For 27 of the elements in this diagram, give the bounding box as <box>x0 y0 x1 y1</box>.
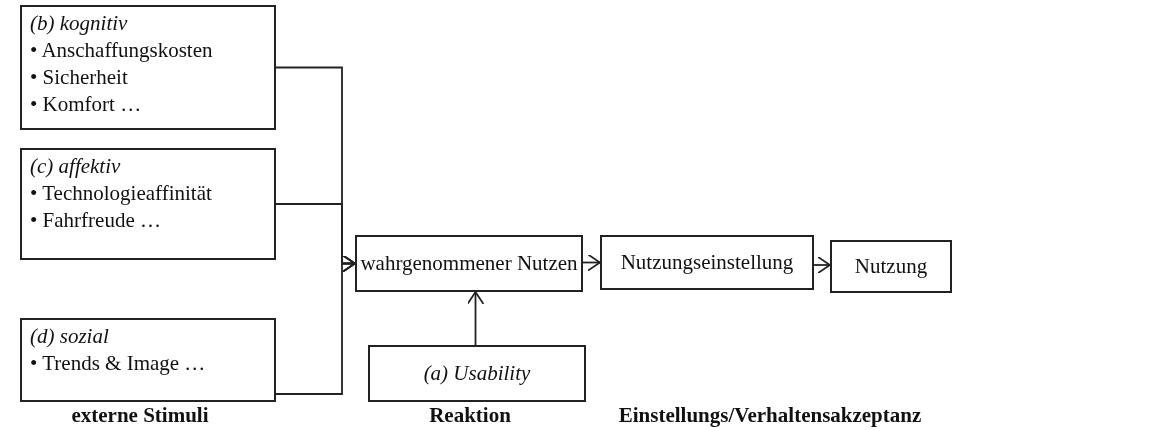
text-box <box>20 318 276 402</box>
list-item: • Komfort … <box>30 91 143 118</box>
box-label: Nutzung <box>854 253 928 280</box>
box-label: Nutzungseinstellung <box>620 249 794 276</box>
box-heading: (c) affektiv <box>30 153 122 180</box>
text-box <box>20 148 276 260</box>
list-item: • Trends & Image … <box>30 350 207 377</box>
box-heading: (d) sozial <box>30 323 110 350</box>
box-label: wahrgenommener Nutzen <box>360 250 578 277</box>
text-box <box>830 240 952 293</box>
arrow <box>813 256 831 274</box>
text-box <box>368 345 586 402</box>
list-item: • Anschaffungskosten <box>30 37 214 64</box>
text-box <box>20 5 276 130</box>
arrow <box>275 254 356 395</box>
list-item: • Technologieaffinität <box>30 180 213 207</box>
box-heading: (b) kognitiv <box>30 10 129 37</box>
arrow <box>582 253 601 272</box>
list-item: • Sicherheit <box>30 64 129 91</box>
column-label: externe Stimuli <box>71 403 209 428</box>
list-item: • Fahrfreude … <box>30 207 162 234</box>
text-box <box>355 235 583 292</box>
arrow <box>466 291 485 346</box>
column-label: Einstellungs/Verhaltensakzeptanz <box>618 403 922 428</box>
column-label: Reaktion <box>429 403 511 428</box>
box-label: (a) Usability <box>423 360 531 387</box>
text-box <box>600 235 814 290</box>
